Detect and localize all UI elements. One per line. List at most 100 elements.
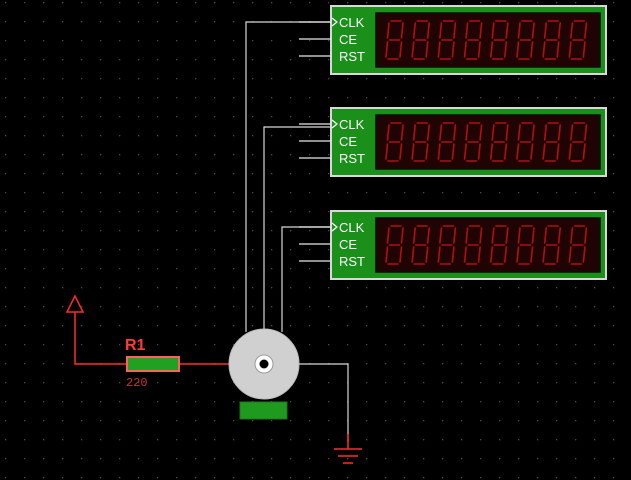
counter-3[interactable]: CLK CE RST: [299, 210, 607, 280]
segment-f: [412, 22, 417, 39]
segment-b: [453, 124, 457, 141]
pin-label-ce: CE: [339, 237, 357, 252]
segment-c: [582, 143, 586, 160]
segment-b: [557, 227, 562, 244]
segment-c: [451, 41, 455, 58]
clock-edge-icon: [331, 222, 338, 232]
segment-e: [437, 41, 441, 58]
pin-label-clk: CLK: [339, 220, 365, 235]
segment-c: [530, 246, 534, 263]
segment-e: [516, 41, 520, 58]
segment-e: [568, 143, 572, 160]
pin-label-clk: CLK: [339, 117, 365, 132]
segment-f: [465, 227, 469, 244]
segment-e: [411, 246, 415, 263]
segment-e: [385, 143, 389, 160]
counter-display: [375, 217, 601, 273]
segment-b: [505, 227, 509, 244]
segment-b: [426, 227, 431, 244]
segment-e: [463, 143, 467, 160]
pin-label-rst: RST: [339, 254, 365, 269]
seven-segment-digit: [437, 225, 457, 265]
resistor-body: [126, 356, 180, 372]
segment-f: [543, 227, 548, 244]
seven-segment-digit: [437, 20, 457, 60]
encoder-center-hole: [259, 359, 269, 369]
segment-e: [385, 246, 389, 263]
segment-c: [399, 41, 403, 58]
segment-b: [531, 22, 535, 39]
segment-e: [411, 41, 415, 58]
seven-segment-digit: [385, 225, 404, 265]
segment-b: [453, 22, 457, 39]
segment-f: [465, 22, 469, 39]
seven-segment-digit: [542, 20, 562, 60]
segment-e: [542, 143, 546, 160]
segment-c: [477, 143, 481, 160]
counter-digits: [385, 225, 588, 265]
resistor-ref-label: R1: [125, 337, 146, 354]
segment-c: [503, 143, 508, 160]
resistor-value-label: 220: [126, 376, 148, 390]
segment-f: [517, 124, 521, 141]
pin-label-rst: RST: [339, 49, 365, 64]
segment-c: [425, 246, 429, 263]
segment-c: [503, 41, 508, 58]
segment-c: [451, 143, 455, 160]
segment-e: [463, 246, 467, 263]
counter-digits: [385, 20, 588, 60]
power-arrow-icon: [65, 294, 127, 365]
seven-segment-digit: [516, 122, 535, 162]
segment-c: [503, 246, 508, 263]
seven-segment-digit: [568, 20, 588, 60]
segment-e: [568, 41, 572, 58]
seven-segment-digit: [385, 122, 404, 162]
segment-b: [584, 227, 588, 244]
segment-c: [399, 143, 403, 160]
segment-c: [556, 41, 560, 58]
segment-b: [505, 22, 509, 39]
seven-segment-digit: [463, 20, 483, 60]
segment-c: [399, 246, 403, 263]
wire-encoder-ground: [298, 363, 349, 442]
counter-display: [375, 12, 601, 68]
encoder-label-plate: [239, 401, 288, 420]
segment-c: [582, 41, 586, 58]
resistor-r1[interactable]: R1 220: [125, 337, 231, 390]
rotary-encoder[interactable]: [228, 328, 300, 420]
segment-f: [412, 124, 417, 141]
segment-b: [557, 124, 562, 141]
segment-b: [505, 124, 509, 141]
segment-b: [426, 124, 431, 141]
pin-label-ce: CE: [339, 134, 357, 149]
clock-edge-icon: [331, 17, 338, 27]
segment-f: [491, 227, 495, 244]
segment-f: [543, 22, 548, 39]
seven-segment-digit: [516, 20, 535, 60]
segment-e: [463, 41, 467, 58]
segment-e: [489, 41, 494, 58]
segment-c: [425, 143, 429, 160]
segment-e: [385, 41, 389, 58]
seven-segment-digit: [489, 122, 509, 162]
segment-e: [437, 143, 441, 160]
seven-segment-digit: [489, 225, 509, 265]
segment-b: [531, 227, 535, 244]
segment-b: [426, 22, 431, 39]
segment-b: [531, 124, 535, 141]
segment-f: [439, 227, 443, 244]
segment-e: [516, 246, 520, 263]
power-terminal[interactable]: [65, 294, 127, 365]
segment-c: [530, 41, 534, 58]
seven-segment-digit: [568, 122, 588, 162]
segment-f: [386, 124, 390, 141]
clock-edge-icon: [331, 119, 338, 129]
segment-f: [439, 22, 443, 39]
seven-segment-digit: [568, 225, 588, 265]
ground-terminal[interactable]: [334, 434, 362, 464]
segment-f: [570, 227, 574, 244]
